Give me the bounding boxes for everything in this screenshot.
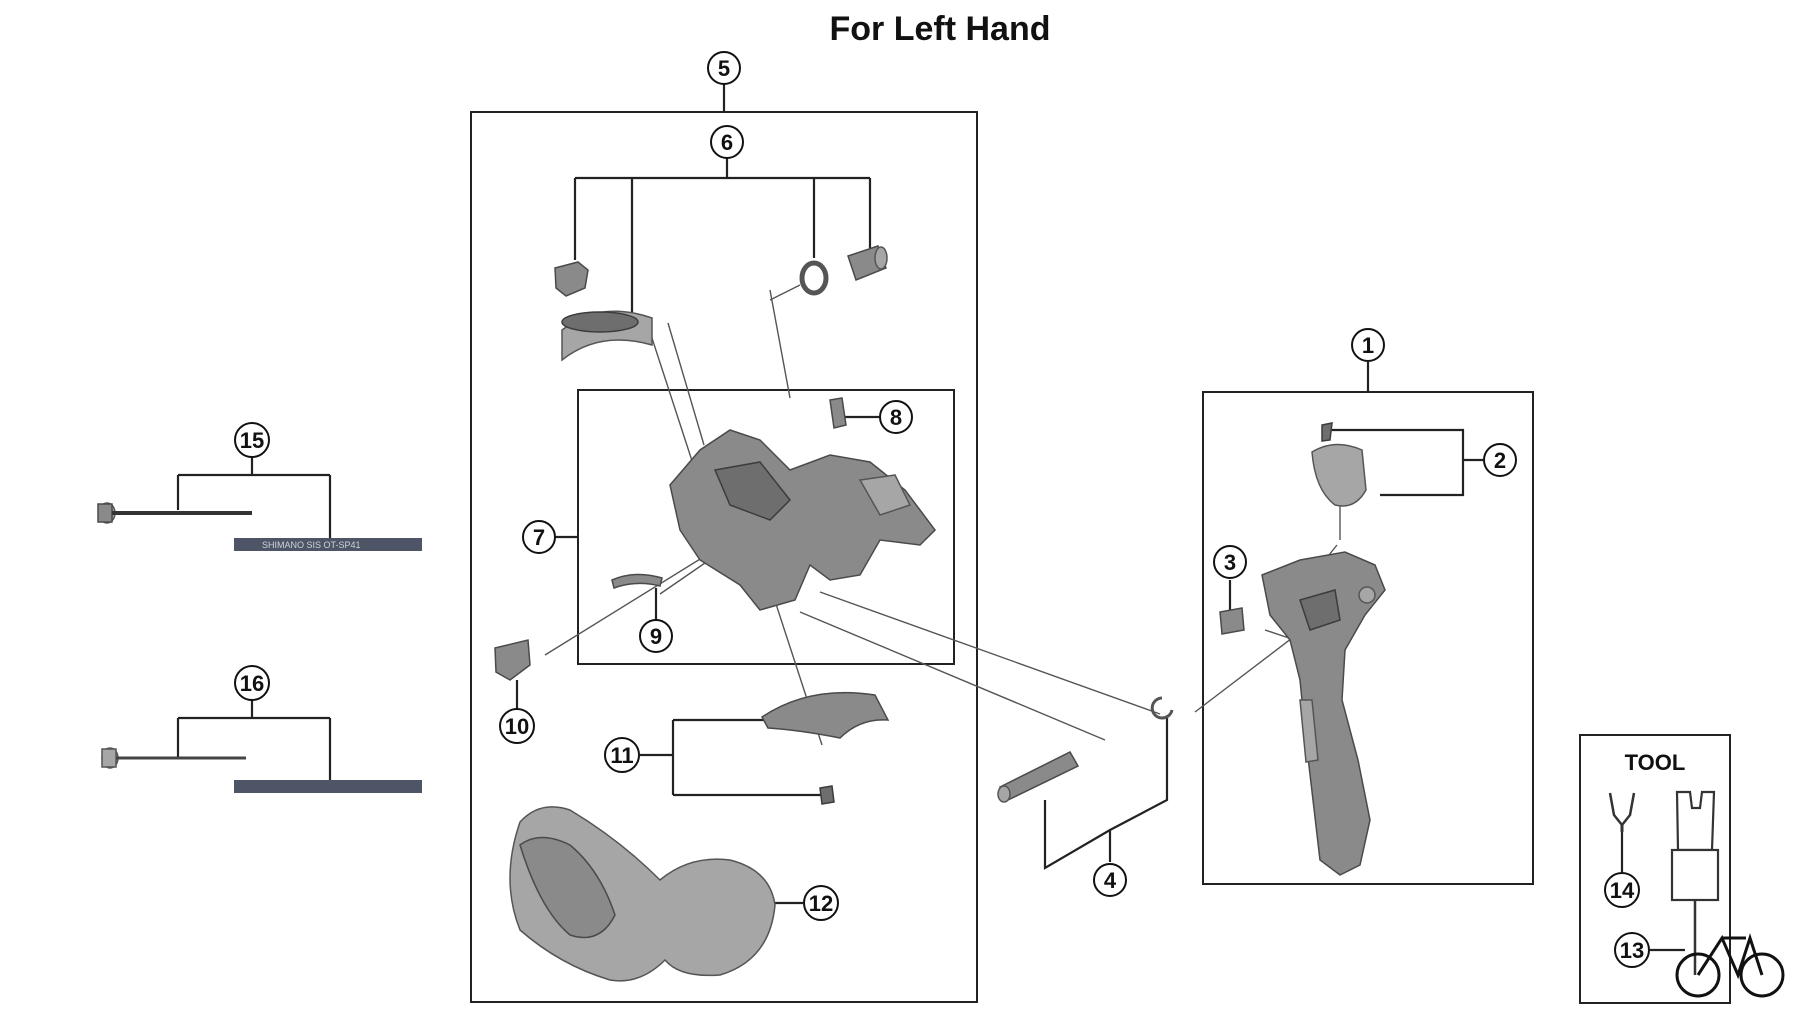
part-11-cover [761,691,890,805]
part-6-bolt [554,261,589,297]
tool-frame [1579,734,1731,1004]
svg-text:10: 10 [505,714,529,739]
part-6-band [561,310,653,362]
svg-text:5: 5 [718,56,730,81]
cable-housing-print: SHIMANO SIS OT-SP41 [262,540,361,550]
tool-label: TOOL [1625,750,1686,775]
part-14-tool-fork [1608,792,1636,832]
callout-3: 3 [1213,545,1247,579]
assembly-frame-7 [577,389,955,665]
part-15-inner-cable [97,502,252,524]
part-8-pin [829,397,847,429]
svg-text:12: 12 [809,891,833,916]
part-12-hood [509,806,776,982]
svg-text:9: 9 [650,624,662,649]
callout-4: 4 [1093,863,1127,897]
callout-14: 14 [1604,872,1640,908]
svg-text:7: 7 [533,525,545,550]
callout-1: 1 [1351,328,1385,362]
svg-text:6: 6 [721,130,733,155]
svg-text:14: 14 [1610,878,1635,903]
callout-9: 9 [639,619,673,653]
svg-text:8: 8 [890,405,902,430]
part-9-spring [611,573,663,589]
part-6-nut [847,245,888,281]
part-2-cap-screw [1311,422,1367,507]
callout-7: 7 [522,520,556,554]
callout-12: 12 [803,885,839,921]
part-16-inner-cable [101,747,246,769]
part-3-clip [1219,607,1245,635]
callout-10: 10 [499,708,535,744]
part-4-e-clip [1150,696,1174,720]
callout-8: 8 [879,400,913,434]
diagram-title: For Left Hand [829,10,1051,48]
callout-6: 6 [710,125,744,159]
part-1-brake-lever [1261,551,1386,876]
callout-5: 5 [707,51,741,85]
part-6-washer [799,260,829,296]
bicycle-logo-icon [1675,933,1785,998]
svg-text:4: 4 [1104,868,1117,893]
part-13-tool-driver [1670,790,1720,975]
callout-11: 11 [604,737,640,773]
svg-text:15: 15 [240,428,264,453]
callout-16: 16 [234,665,270,701]
svg-text:13: 13 [1620,938,1644,963]
part-15-housing: SHIMANO SIS OT-SP41 [234,538,422,551]
callout-2: 2 [1483,443,1517,477]
svg-text:1: 1 [1362,333,1374,358]
callout-13: 13 [1614,932,1650,968]
svg-text:3: 3 [1224,550,1236,575]
part-7-bracket-body [669,429,936,611]
part-10-clip [494,639,531,681]
svg-text:11: 11 [610,743,633,768]
part-4-pin [997,751,1080,803]
callout-15: 15 [234,422,270,458]
part-16-housing [234,780,422,793]
svg-text:16: 16 [240,671,264,696]
svg-text:2: 2 [1494,448,1506,473]
